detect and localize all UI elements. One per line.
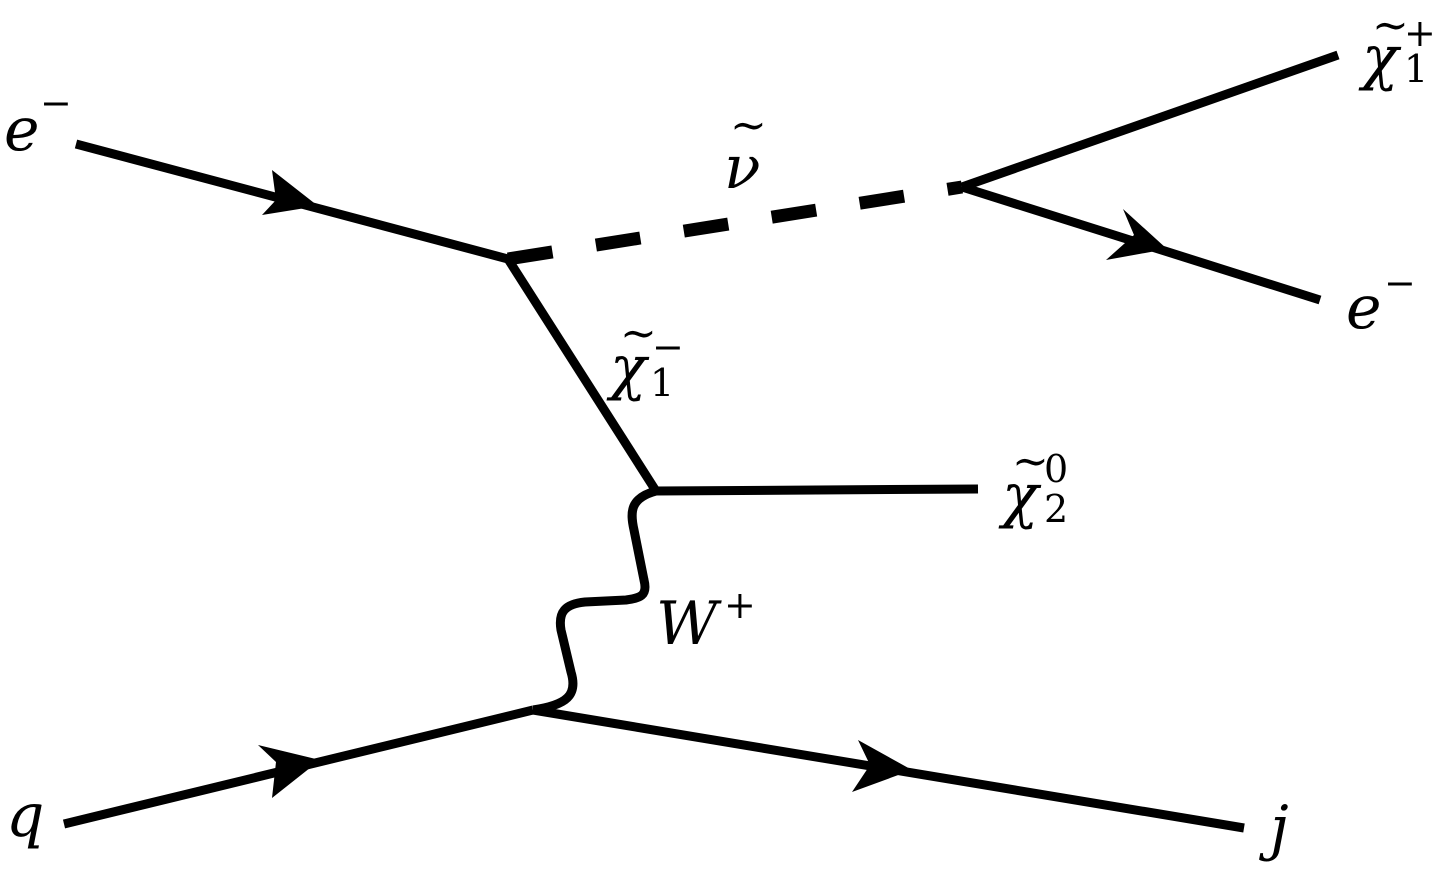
- svg-text:2: 2: [1044, 487, 1068, 531]
- svg-text:~: ~: [1372, 0, 1409, 51]
- svg-text:e: e: [1346, 273, 1382, 343]
- svg-text:W: W: [656, 589, 722, 659]
- svg-text:j: j: [1259, 793, 1289, 863]
- label-outgoing-electron: e −: [1346, 261, 1416, 343]
- svg-text:~: ~: [730, 100, 767, 151]
- outgoing-jet-line: [532, 705, 1245, 833]
- label-outgoing-jet: j: [1259, 793, 1289, 863]
- svg-text:1: 1: [1404, 47, 1428, 91]
- svg-text:0: 0: [1044, 447, 1068, 491]
- label-outgoing-chargino: ~ χ + 1: [1358, 0, 1436, 93]
- svg-text:1: 1: [650, 361, 674, 405]
- outgoing-electron-line: [960, 182, 1322, 305]
- label-w-boson: W +: [656, 583, 756, 659]
- svg-text:−: −: [1384, 261, 1416, 305]
- w-boson-line: [532, 486, 658, 715]
- svg-text:χ: χ: [1358, 23, 1402, 93]
- neutralino-line: [655, 484, 979, 496]
- incoming-quark-line: [62, 705, 535, 829]
- svg-text:χ: χ: [998, 461, 1042, 531]
- label-incoming-quark: q: [6, 781, 44, 851]
- svg-text:χ: χ: [606, 333, 650, 403]
- arrow-icon: [258, 745, 320, 798]
- label-t-channel-chargino: ~ χ − 1: [606, 308, 684, 405]
- t-channel-chargino-line: [504, 256, 660, 494]
- svg-text:+: +: [724, 583, 756, 627]
- svg-text:e: e: [4, 95, 40, 165]
- svg-text:+: +: [1404, 11, 1436, 55]
- incoming-electron-line: [74, 139, 510, 264]
- svg-text:~: ~: [1012, 436, 1049, 487]
- svg-text:q: q: [6, 781, 44, 851]
- label-neutralino: ~ χ 0 2: [998, 436, 1068, 531]
- svg-text:~: ~: [620, 308, 657, 359]
- svg-text:ν: ν: [724, 133, 760, 203]
- arrow-icon: [1106, 209, 1167, 260]
- label-sneutrino: ~ ν: [724, 100, 767, 203]
- arrow-icon: [262, 170, 318, 215]
- svg-text:−: −: [652, 325, 684, 369]
- label-incoming-electron: e −: [4, 81, 72, 165]
- arrow-icon: [852, 740, 912, 792]
- sneutrino-line: [506, 180, 964, 266]
- svg-text:−: −: [40, 81, 72, 125]
- outgoing-chargino-line: [960, 50, 1340, 192]
